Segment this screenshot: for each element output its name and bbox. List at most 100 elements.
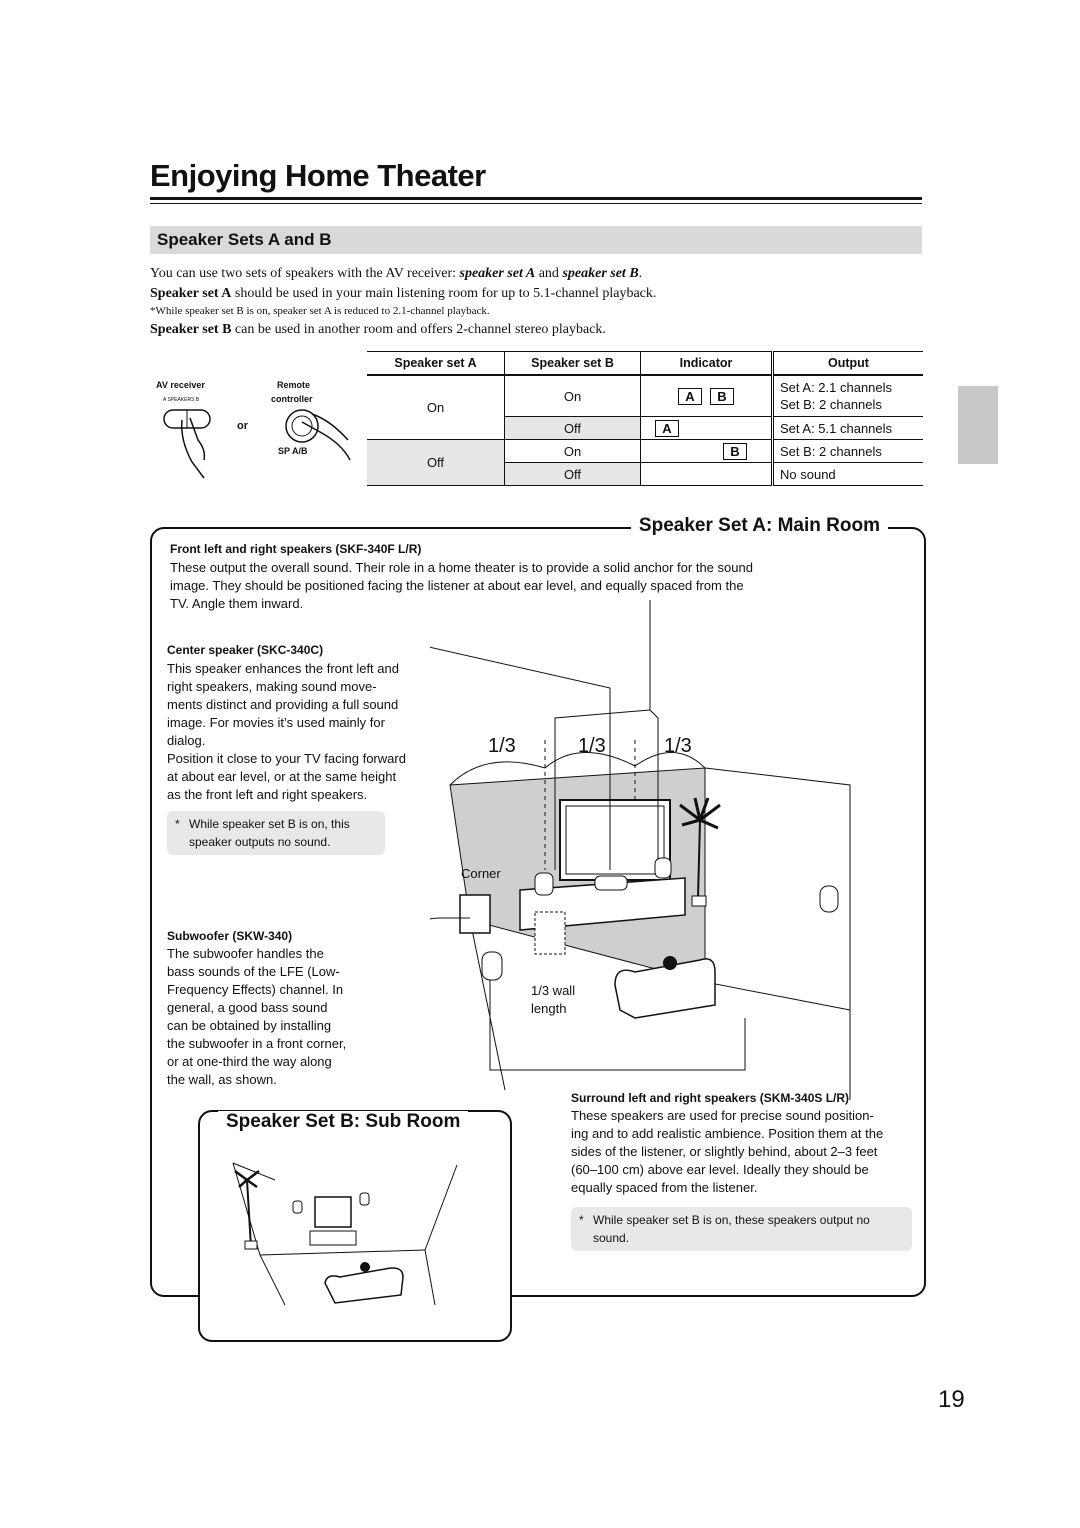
- section-title: Speaker Sets A and B: [157, 230, 332, 249]
- indicator-b: B: [723, 442, 747, 460]
- text-line: (60–100 cm) above ear level. Ideally the…: [571, 1162, 869, 1177]
- cell-indicator: [640, 462, 773, 486]
- text-line: Position it close to your TV facing forw…: [167, 751, 406, 766]
- front-speakers-text: These output the overall sound. Their ro…: [170, 559, 850, 613]
- title-rule-thin: [150, 203, 922, 204]
- text-line: The subwoofer handles the: [167, 946, 324, 961]
- text-line: general, a good bass sound: [167, 1000, 328, 1015]
- table-row: Off No sound: [367, 462, 923, 486]
- wall-length-line: 1/3 wall: [531, 983, 576, 998]
- note-line: While speaker set B is on, these speaker…: [593, 1213, 870, 1227]
- sub-room-heading: Speaker Set B: Sub Room: [218, 1111, 469, 1133]
- controller-label: controller: [271, 394, 313, 404]
- cell-set-b: On: [504, 439, 641, 463]
- text-line: the wall, as shown.: [167, 1072, 277, 1087]
- wall-length-line: length: [531, 1001, 567, 1016]
- intro-line-3: Speaker set B can be used in another roo…: [150, 320, 606, 339]
- remote-label: Remote: [277, 380, 311, 390]
- av-receiver-label: AV receiver: [156, 380, 205, 390]
- intro-line-2: Speaker set A should be used in your mai…: [150, 284, 656, 303]
- output-line: Set A: 2.1 channels: [780, 380, 893, 395]
- corner-label: Corner: [461, 866, 501, 881]
- intro-text: You can use two sets of speakers with th…: [150, 266, 460, 281]
- cell-output: Set B: 2 channels: [771, 439, 923, 463]
- col-header-output: Output: [771, 351, 923, 376]
- note-star: *: [175, 817, 180, 831]
- intro-set-b: speaker set B: [562, 266, 639, 281]
- text-line: at about ear level, or at the same heigh…: [167, 769, 397, 784]
- indicator-a: A: [655, 419, 679, 437]
- intro-note: *While speaker set B is on, speaker set …: [150, 305, 490, 317]
- cell-indicator: B: [640, 439, 773, 463]
- cell-output: Set A: 5.1 channels: [771, 416, 923, 440]
- surround-speakers-title: Surround left and right speakers (SKM-34…: [571, 1091, 850, 1105]
- indicator-b: B: [710, 387, 734, 405]
- receiver-button-label: A SPEAKERS B: [163, 397, 200, 403]
- intro-end: .: [638, 266, 643, 281]
- page-title: Enjoying Home Theater: [150, 158, 486, 193]
- set-b-text: can be used in another room and offers 2…: [231, 322, 606, 337]
- set-b-label: Speaker set B: [150, 322, 232, 337]
- remote-button-label: SP A/B: [278, 446, 308, 456]
- note-line: sound.: [593, 1231, 630, 1245]
- cell-output: No sound: [771, 462, 923, 486]
- text-line: Frequency Effects) channel. In: [167, 982, 344, 997]
- text-line: ments distinct and providing a full soun…: [167, 697, 399, 712]
- col-header-indicator: Indicator: [640, 351, 773, 376]
- controls-illustration: [163, 409, 351, 479]
- intro-set-a: speaker set A: [459, 266, 536, 281]
- indicator-a: A: [678, 387, 702, 405]
- text-line: the subwoofer in a front corner,: [167, 1036, 347, 1051]
- set-a-label: Speaker set A: [150, 286, 232, 301]
- text-line: right speakers, making sound move-: [167, 679, 377, 694]
- front-speakers-title: Front left and right speakers (SKF-340F …: [170, 542, 422, 556]
- surround-speakers-note: * While speaker set B is on, these speak…: [571, 1207, 912, 1251]
- main-room-box: [150, 527, 926, 1297]
- note-star: *: [579, 1213, 584, 1227]
- note-line: speaker outputs no sound.: [189, 835, 331, 849]
- side-tab: [958, 386, 998, 464]
- cell-output: Set A: 2.1 channels Set B: 2 channels: [771, 375, 923, 417]
- center-speaker-title: Center speaker (SKC-340C): [167, 643, 324, 657]
- subwoofer-title: Subwoofer (SKW-340): [167, 929, 293, 943]
- page-number: 19: [938, 1386, 965, 1413]
- output-line: Set B: 2 channels: [780, 397, 882, 412]
- table-row: Off On B Set B: 2 channels: [367, 439, 923, 486]
- table-header-row: Speaker set A Speaker set B Indicator Ou…: [367, 351, 923, 376]
- cell-set-b: Off: [504, 462, 641, 486]
- text-line: dialog.: [167, 733, 206, 748]
- cell-set-b: On: [504, 375, 641, 417]
- col-header-set-a: Speaker set A: [367, 351, 505, 376]
- text-line: or at one-third the way along: [167, 1054, 332, 1069]
- text-line: ing and to add realistic ambience. Posit…: [571, 1126, 884, 1141]
- text-line: TV. Angle them inward.: [170, 596, 304, 611]
- surround-speakers-text: These speakers are used for precise soun…: [571, 1107, 916, 1197]
- title-rule-thick: [150, 197, 922, 200]
- or-label: or: [237, 420, 248, 432]
- text-line: sides of the listener, or slightly behin…: [571, 1144, 878, 1159]
- intro-and: and: [535, 266, 563, 281]
- third-marker-1: 1/3: [488, 735, 516, 757]
- text-line: equally spaced from the listener.: [571, 1180, 758, 1195]
- col-header-set-b: Speaker set B: [504, 351, 641, 376]
- text-line: as the front left and right speakers.: [167, 787, 368, 802]
- table-row: Off A Set A: 5.1 channels: [367, 416, 923, 440]
- note-line: While speaker set B is on, this: [189, 817, 350, 831]
- third-marker-2: 1/3: [578, 735, 606, 757]
- room-diagram: [430, 600, 851, 1100]
- text-line: image. They should be positioned facing …: [170, 578, 744, 593]
- cell-set-b: Off: [504, 416, 641, 440]
- text-line: bass sounds of the LFE (Low-: [167, 964, 340, 979]
- sub-room-diagram: [232, 1162, 458, 1306]
- text-line: These output the overall sound. Their ro…: [170, 560, 753, 575]
- text-line: This speaker enhances the front left and: [167, 661, 399, 676]
- center-speaker-text: This speaker enhances the front left and…: [167, 660, 429, 804]
- section-header-bar: [150, 226, 922, 254]
- text-line: These speakers are used for precise soun…: [571, 1108, 874, 1123]
- set-a-text: should be used in your main listening ro…: [231, 286, 657, 301]
- main-room-heading: Speaker Set A: Main Room: [630, 515, 888, 537]
- cell-set-a-off: Off: [367, 439, 505, 486]
- intro-line-1: You can use two sets of speakers with th…: [150, 264, 642, 283]
